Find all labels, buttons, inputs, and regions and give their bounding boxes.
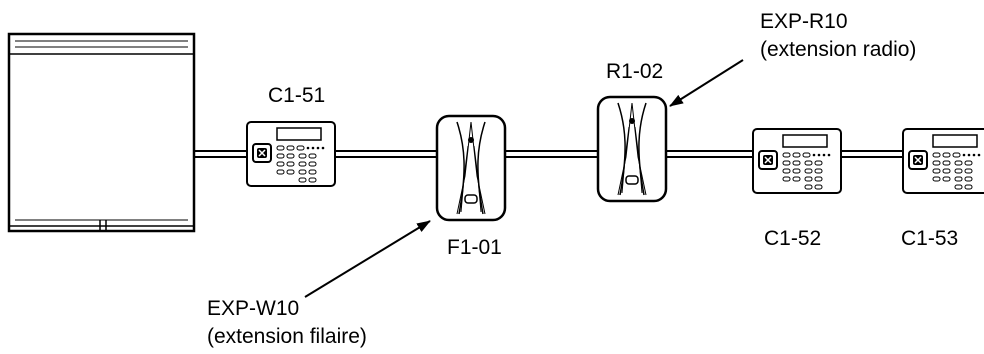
control-panel-cabinet-icon: [7, 32, 196, 233]
arrow-wired-icon: [304, 220, 431, 298]
keypad-c1-51-icon: [246, 121, 336, 187]
label-r1-02: R1-02: [606, 60, 664, 83]
arrow-radio-icon: [669, 59, 744, 107]
label-c1-52: C1-52: [764, 227, 822, 250]
keypad-c1-52-icon: [752, 128, 842, 194]
expander-f1-01-icon: [435, 114, 507, 222]
label-exp-r10-desc: (extension radio): [760, 38, 917, 61]
label-exp-w10: EXP-W10: [207, 297, 300, 320]
label-f1-01: F1-01: [447, 236, 502, 259]
radio-r1-02-icon: [596, 95, 668, 203]
label-exp-r10: EXP-R10: [760, 10, 848, 33]
label-c1-53: C1-53: [901, 227, 959, 250]
label-c1-51: C1-51: [268, 84, 326, 107]
label-exp-w10-desc: (extension filaire): [207, 325, 367, 348]
keypad-c1-53-icon: [902, 128, 984, 194]
